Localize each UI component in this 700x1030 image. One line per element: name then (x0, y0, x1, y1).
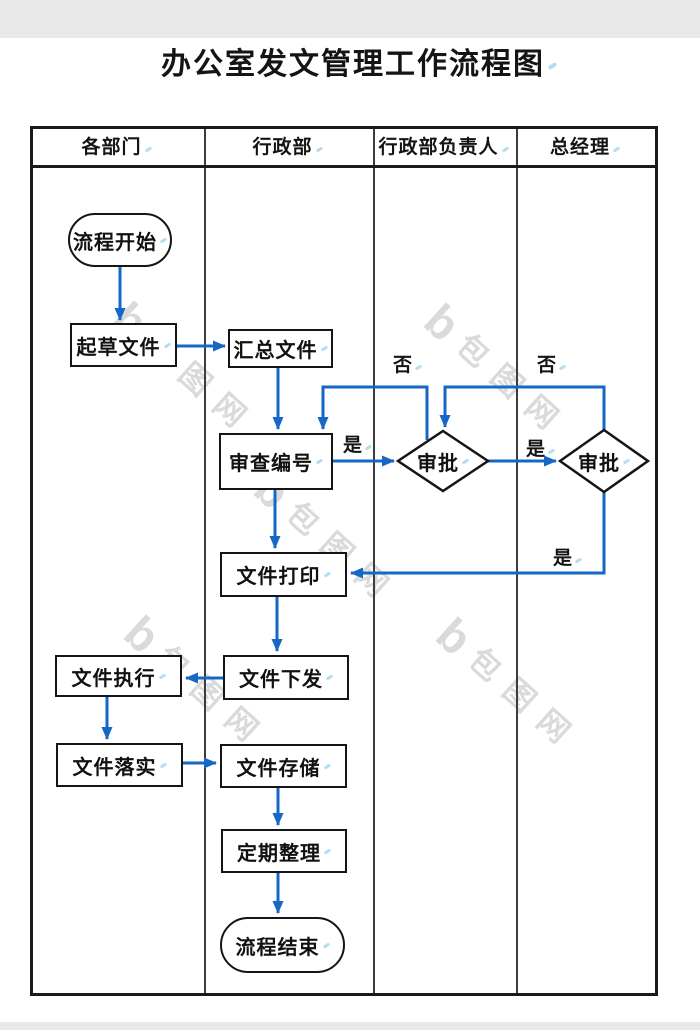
edge-label-no-2: 否 (537, 350, 566, 377)
edge-label-yes-1: 是 (343, 430, 372, 457)
edge-label-yes-2: 是 (526, 434, 555, 461)
node-review-numbering: 审查编号 (219, 433, 333, 490)
node-periodic-organizing: 定期整理 (221, 829, 347, 873)
top-gray-band (0, 0, 700, 38)
node-approve-admin-head: 审批 (398, 447, 488, 475)
node-distribute-document: 文件下发 (223, 655, 349, 700)
lane-header-departments: 各部门 (33, 133, 200, 163)
lane-header-general-manager: 总经理 (515, 133, 655, 163)
node-print-document: 文件打印 (220, 552, 347, 597)
node-approve-general-manager: 审批 (560, 447, 648, 475)
edge-label-no-1: 否 (393, 350, 422, 377)
node-store-document: 文件存储 (220, 744, 347, 788)
bottom-gray-band (0, 1022, 700, 1030)
lane-divider (516, 129, 518, 993)
node-process-end: 流程结束 (220, 917, 345, 973)
header-separator (33, 165, 655, 168)
node-collect-documents: 汇总文件 (228, 329, 333, 368)
lane-divider (373, 129, 375, 993)
edge-label-yes-3: 是 (553, 543, 582, 570)
lane-divider (204, 129, 206, 993)
page-title: 办公室发文管理工作流程图 (18, 47, 700, 83)
lane-header-admin-dept: 行政部 (203, 133, 372, 163)
node-execute-document: 文件执行 (55, 655, 182, 697)
node-process-start: 流程开始 (68, 213, 172, 267)
node-implement-document: 文件落实 (56, 743, 183, 787)
node-draft-document: 起草文件 (70, 323, 177, 367)
lane-header-admin-head: 行政部负责人 (372, 133, 515, 163)
